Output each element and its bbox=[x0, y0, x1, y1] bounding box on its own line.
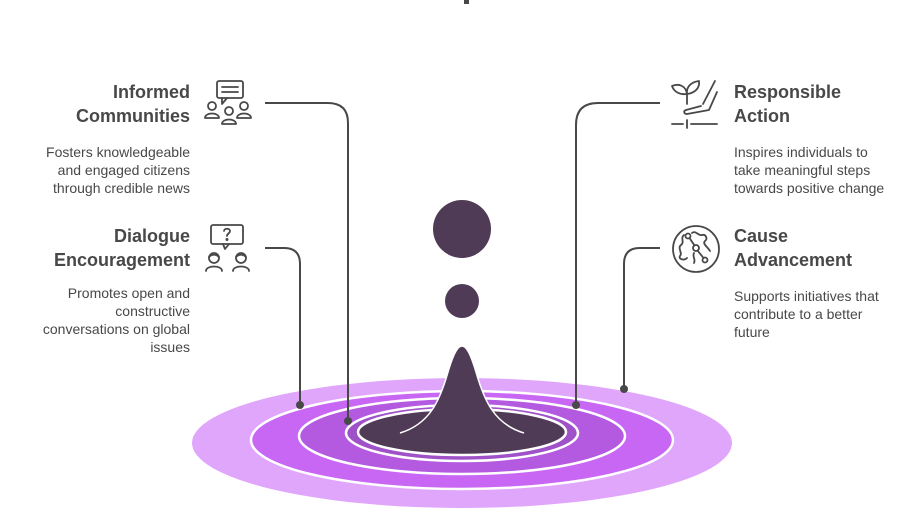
description-line: Inspires individuals to bbox=[734, 144, 868, 160]
connector-dot-informed bbox=[344, 417, 352, 425]
cause-path-icon bbox=[670, 223, 722, 275]
item-heading-informed-communities: Informed Communities bbox=[20, 80, 190, 128]
description-line: contribute to a better bbox=[734, 306, 863, 322]
connector-dot-responsible bbox=[572, 401, 580, 409]
description-line: towards positive change bbox=[734, 180, 885, 196]
description-line: constructive bbox=[115, 303, 190, 319]
dialogue-question-icon bbox=[203, 222, 255, 274]
connector-dot-cause bbox=[620, 385, 628, 393]
connector-informed bbox=[265, 102, 349, 420]
splash-peak-outline bbox=[399, 345, 525, 434]
heading-line: Communities bbox=[75, 106, 190, 126]
heading-line: Advancement bbox=[734, 250, 853, 270]
description-line: through credible news bbox=[53, 180, 190, 196]
item-heading-dialogue-encouragement: Dialogue Encouragement bbox=[20, 224, 190, 272]
droplet-small bbox=[445, 284, 479, 318]
splash-peak bbox=[400, 346, 524, 433]
connector-responsible bbox=[575, 102, 660, 405]
heading-line: Encouragement bbox=[53, 250, 190, 270]
heading-line: Dialogue bbox=[113, 226, 190, 246]
connector-dot-dialogue bbox=[296, 401, 304, 409]
description-line: conversations on global bbox=[42, 321, 190, 337]
item-heading-responsible-action: Responsible Action bbox=[734, 80, 914, 128]
description-line: Supports initiatives that bbox=[734, 288, 879, 304]
item-heading-cause-advancement: Cause Advancement bbox=[734, 224, 914, 272]
heading-line: Responsible bbox=[734, 82, 842, 102]
heading-line: Informed bbox=[112, 82, 190, 102]
description-line: take meaningful steps bbox=[734, 162, 871, 178]
description-line: and engaged citizens bbox=[57, 162, 190, 178]
description-line: Promotes open and bbox=[67, 285, 190, 301]
description-line: Fosters knowledgeable bbox=[46, 144, 190, 160]
item-description-informed-communities: Fosters knowledgeable and engaged citize… bbox=[10, 143, 190, 197]
heading-line: Action bbox=[734, 106, 790, 126]
droplet-large bbox=[433, 200, 491, 258]
connector-dialogue bbox=[265, 247, 301, 405]
community-chat-icon bbox=[203, 78, 255, 130]
item-description-dialogue-encouragement: Promotes open and constructive conversat… bbox=[10, 284, 190, 356]
description-line: future bbox=[734, 324, 770, 340]
connector-cause bbox=[623, 247, 660, 389]
title-fragment bbox=[464, 0, 469, 4]
plant-hand-icon bbox=[669, 78, 721, 130]
heading-line: Cause bbox=[734, 226, 789, 246]
item-description-cause-advancement: Supports initiatives that contribute to … bbox=[734, 287, 924, 341]
description-line: issues bbox=[150, 339, 190, 355]
item-description-responsible-action: Inspires individuals to take meaningful … bbox=[734, 143, 924, 197]
